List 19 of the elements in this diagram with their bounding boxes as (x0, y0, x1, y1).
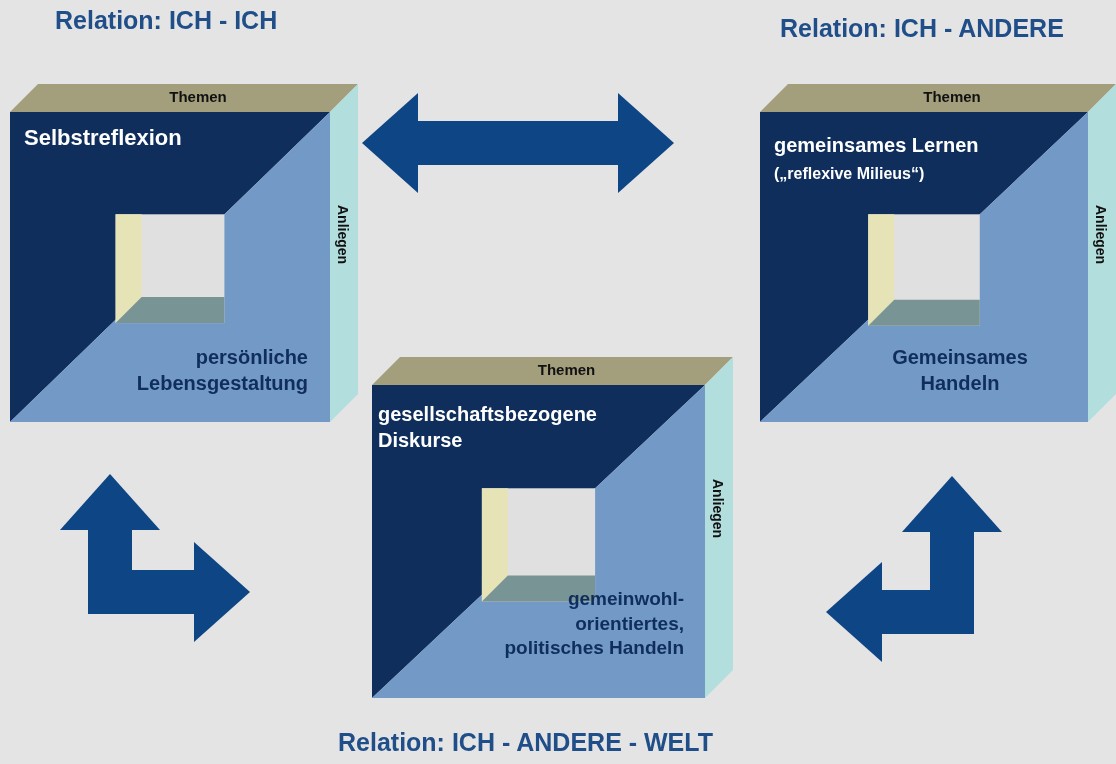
heading: Selbstreflexion (24, 124, 183, 152)
block-arrow (362, 93, 674, 193)
body-text: persönliche Lebensgestaltung (135, 345, 308, 396)
body-text: gemeinwohl-orientiertes, politisches Handeln (503, 587, 684, 661)
relation-title: Relation: ICH - ANDERE - WELT (338, 728, 713, 757)
side-face-label: Anliegen (709, 478, 728, 538)
side-face-label: Anliegen (334, 205, 353, 265)
side-face-label: Anliegen (1092, 205, 1111, 265)
relation-title: Relation: ICH - ICH (55, 6, 278, 35)
block-arrow (826, 476, 1002, 662)
top-face-label: Themen (922, 87, 982, 107)
relation-title: Relation: ICH - ANDERE (780, 14, 1064, 43)
heading: gemeinsames Lernen (774, 133, 980, 158)
body-text: Gemeinsames Handeln (891, 345, 1029, 396)
subheading: („reflexive Milieus“) (774, 164, 926, 184)
heading: gesellschaftsbezogene Diskurse (378, 402, 598, 453)
top-face-label: Themen (536, 360, 597, 380)
block-arrow (60, 474, 250, 642)
top-face-label: Themen (168, 87, 228, 107)
